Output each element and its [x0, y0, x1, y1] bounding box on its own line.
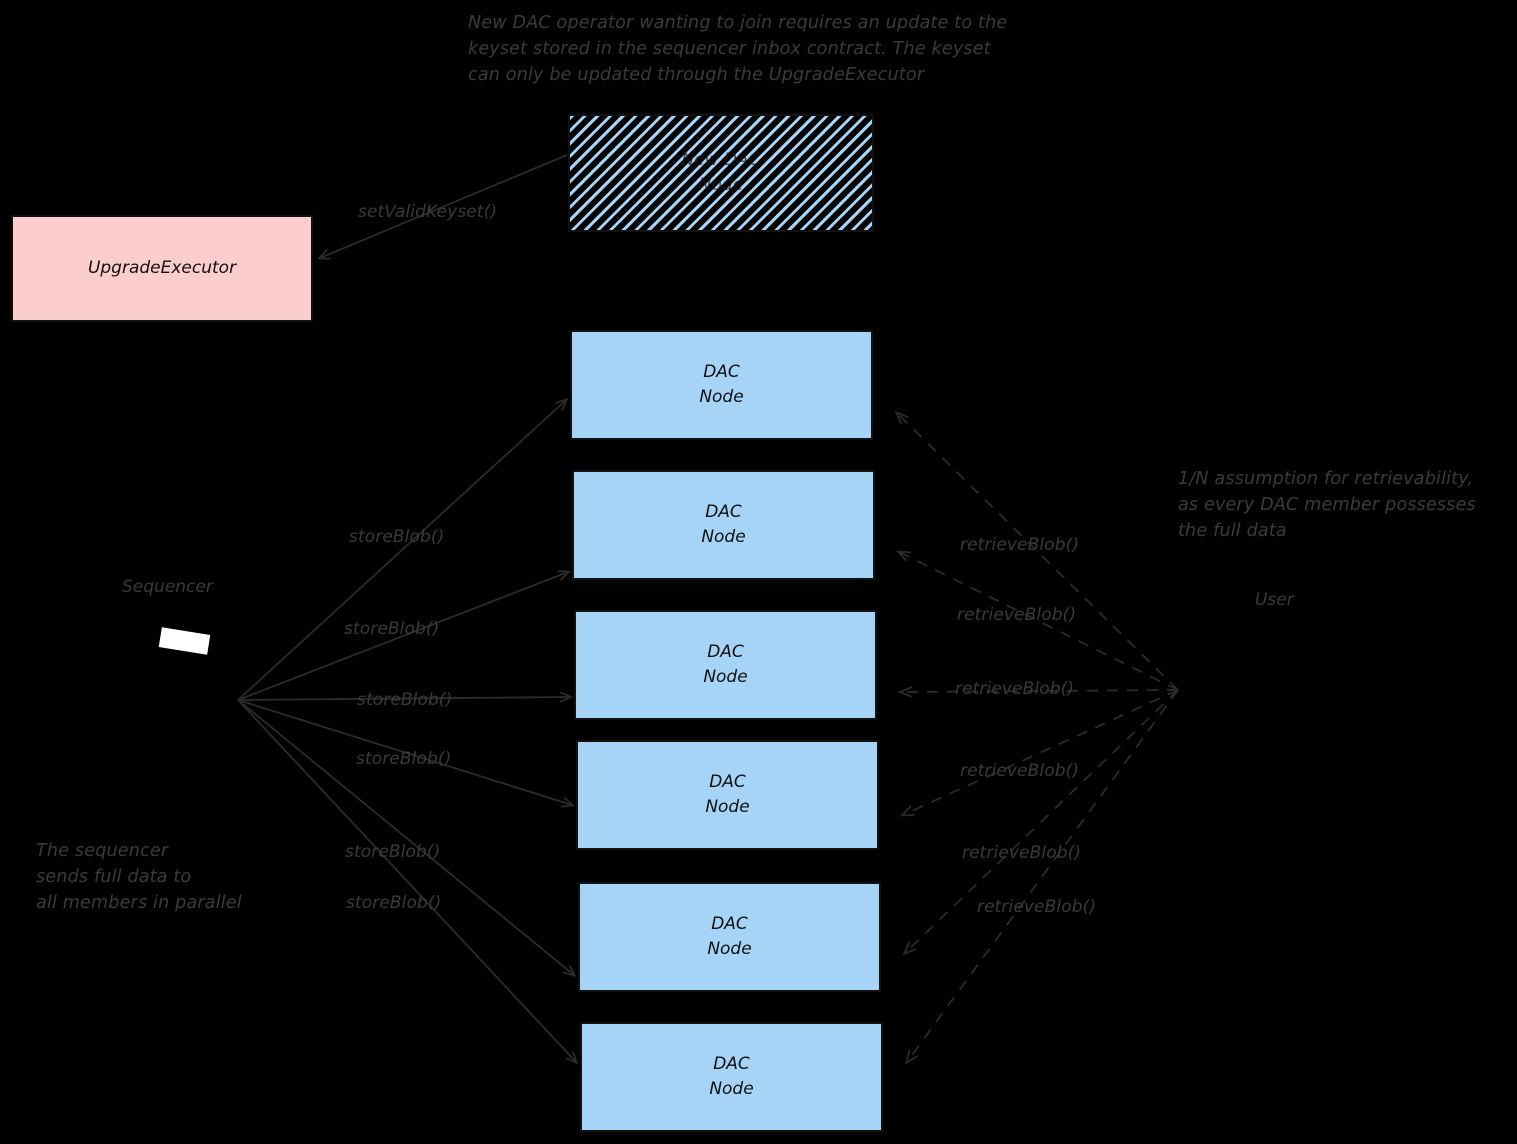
edge-label-store-blob-1: storeBlob() [349, 527, 445, 547]
edge-label-store-blob-5: storeBlob() [345, 842, 441, 862]
edge-retrieve-blob-3 [901, 690, 1179, 692]
edge-label-store-blob-6: storeBlob() [346, 893, 442, 913]
edge-label-retrieve-blob-2: retrieveBlob() [957, 605, 1077, 625]
dac-node-box-1[interactable]: DAC Node [570, 330, 873, 440]
dac-node-box-3[interactable]: DAC Node [574, 610, 877, 720]
dac-node-label-3: DAC Node [703, 642, 748, 687]
new-dac-node-box[interactable]: New DAC Node [568, 114, 874, 232]
dac-node-box-2[interactable]: DAC Node [572, 470, 875, 580]
new-dac-node-label: New DAC Node [681, 150, 761, 195]
dac-node-label-6: DAC Node [709, 1054, 754, 1099]
dac-node-label-1: DAC Node [699, 362, 744, 407]
dac-node-box-5[interactable]: DAC Node [578, 882, 881, 992]
edge-label-retrieve-blob-6: retrieveBlob() [977, 897, 1097, 917]
upgrade-executor-label: UpgradeExecutor [87, 258, 237, 278]
edge-label-set-valid-keyset: setValidKeyset() [358, 202, 498, 222]
edge-retrieve-blob-4 [903, 689, 1179, 815]
dac-node-label-5: DAC Node [707, 914, 752, 959]
edge-retrieve-blob-6 [907, 689, 1179, 1062]
edge-retrieve-blob-5 [905, 689, 1179, 953]
dac-node-label-2: DAC Node [701, 502, 746, 547]
dac-node-box-4[interactable]: DAC Node [576, 740, 879, 850]
edge-label-retrieve-blob-3: retrieveBlob() [955, 679, 1075, 699]
edge-retrieve-blob-group [897, 413, 1179, 1062]
edge-store-blob-1 [237, 400, 566, 701]
user-label: User [1255, 590, 1294, 610]
edge-set-valid-keyset [320, 154, 568, 258]
upgrade-executor-box[interactable]: UpgradeExecutor [11, 215, 313, 322]
edge-label-store-blob-2: storeBlob() [344, 619, 440, 639]
edge-label-retrieve-blob-5: retrieveBlob() [962, 843, 1082, 863]
sequencer-label: Sequencer [122, 577, 213, 597]
edge-store-blob-group [237, 400, 576, 1062]
note-retrievability-assumption: 1/N assumption for retrievability, as ev… [1178, 469, 1476, 541]
note-top-keyset-update: New DAC operator wanting to join require… [468, 13, 1008, 85]
edge-label-store-blob-3: storeBlob() [357, 690, 453, 710]
dac-node-box-6[interactable]: DAC Node [580, 1022, 883, 1132]
edge-store-blob-3 [237, 697, 570, 700]
edge-store-blob-4 [237, 699, 572, 805]
edge-label-retrieve-blob-1: retrieveBlob() [960, 535, 1080, 555]
edge-store-blob-5 [237, 699, 574, 975]
note-sequencer-parallel: The sequencer sends full data to all mem… [36, 841, 242, 913]
dac-node-label-4: DAC Node [705, 772, 750, 817]
edge-retrieve-blob-1 [897, 413, 1179, 691]
edge-label-store-blob-4: storeBlob() [356, 749, 452, 769]
edge-store-blob-2 [237, 572, 568, 701]
edge-store-blob-6 [237, 699, 576, 1062]
edge-label-retrieve-blob-4: retrieveBlob() [960, 761, 1080, 781]
